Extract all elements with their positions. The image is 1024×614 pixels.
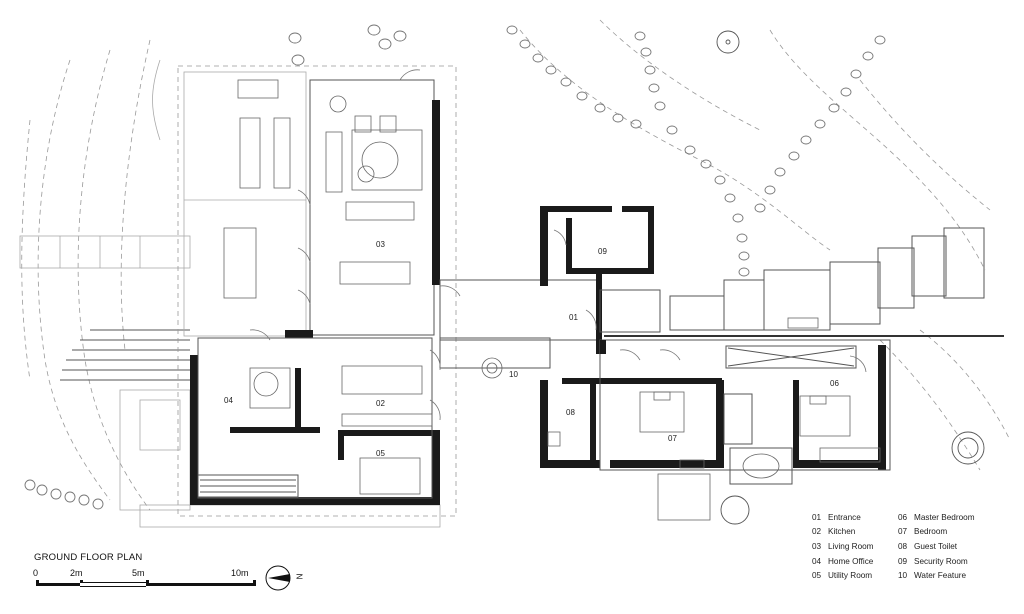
legend-row: 02 Kitchen 07 Bedroom (812, 525, 1012, 540)
legend-number: 07 (898, 527, 908, 537)
terrain-contours-left (21, 39, 161, 511)
door-swings (249, 69, 867, 421)
walls-main (190, 79, 440, 505)
legend-item: 07 Bedroom (898, 527, 984, 536)
room-legend: 01 Entrance 06 Master Bedroom 02 Kitchen 07… (812, 510, 1012, 583)
room-label-03: 03 (376, 240, 385, 249)
legend-number: 06 (898, 512, 908, 522)
legend-item: 03 Living Room (812, 542, 898, 551)
legend-name: Living Room (828, 541, 874, 551)
carport (599, 227, 1004, 337)
legend-name: Entrance (828, 512, 861, 522)
legend-name: Utility Room (828, 571, 873, 581)
scale-label-5m: 5m (132, 568, 145, 578)
room-label-07: 07 (668, 434, 677, 443)
legend-item: 04 Home Office (812, 557, 898, 566)
room-label-04: 04 (224, 396, 233, 405)
scale-bar (36, 580, 256, 587)
legend-item: 09 Security Room (898, 557, 984, 566)
room-label-06: 06 (830, 379, 839, 388)
scale-label-10m: 10m (231, 568, 249, 578)
scale-label-0: 0 (33, 568, 39, 578)
legend-name: Kitchen (828, 527, 856, 537)
legend-item: 02 Kitchen (812, 527, 898, 536)
bedroom-furniture (547, 391, 881, 521)
legend-item: 06 Master Bedroom (898, 513, 984, 522)
trees (716, 30, 985, 525)
legend-number: 08 (898, 541, 908, 551)
legend-name: Water Feature (914, 571, 967, 581)
legend-name: Security Room (914, 556, 968, 566)
legend-number: 04 (812, 556, 822, 566)
room-labels: 01 02 03 04 05 06 07 08 09 10 (224, 240, 839, 458)
scale-label-2m: 2m (70, 568, 83, 578)
legend-number: 05 (812, 571, 822, 581)
legend-number: 03 (812, 541, 822, 551)
walkway-left (19, 235, 191, 381)
legend-row: 03 Living Room 08 Guest Toilet (812, 539, 1012, 554)
room-label-01: 01 (569, 313, 578, 322)
room-label-05: 05 (376, 449, 385, 458)
legend-item: 05 Utility Room (812, 571, 898, 580)
room-label-09: 09 (598, 247, 607, 256)
legend-item: 08 Guest Toilet (898, 542, 984, 551)
walls-entrance (439, 206, 654, 369)
legend-name: Guest Toilet (914, 541, 958, 551)
legend-name: Home Office (828, 556, 874, 566)
terrain-contours-right (519, 19, 1011, 471)
north-arrow-icon (265, 565, 291, 591)
legend-item: 01 Entrance (812, 513, 898, 522)
room-label-08: 08 (566, 408, 575, 417)
walls-bedroom-wing (540, 339, 891, 485)
legend-row: 01 Entrance 06 Master Bedroom (812, 510, 1012, 525)
legend-name: Master Bedroom (914, 512, 975, 522)
legend-number: 10 (898, 571, 908, 581)
legend-number: 01 (812, 512, 822, 522)
room-label-02: 02 (376, 399, 385, 408)
drawing-title: GROUND FLOOR PLAN (34, 552, 143, 563)
legend-row: 05 Utility Room 10 Water Feature (812, 568, 1012, 583)
stepping-stones (24, 24, 886, 510)
legend-row: 04 Home Office 09 Security Room (812, 554, 1012, 569)
legend-name: Bedroom (914, 527, 948, 537)
legend-number: 09 (898, 556, 908, 566)
north-label: N (294, 573, 304, 580)
legend-item: 10 Water Feature (898, 571, 984, 580)
legend-number: 02 (812, 527, 822, 537)
room-label-10: 10 (509, 370, 518, 379)
living-furniture (223, 79, 433, 495)
water-feature (481, 357, 503, 379)
